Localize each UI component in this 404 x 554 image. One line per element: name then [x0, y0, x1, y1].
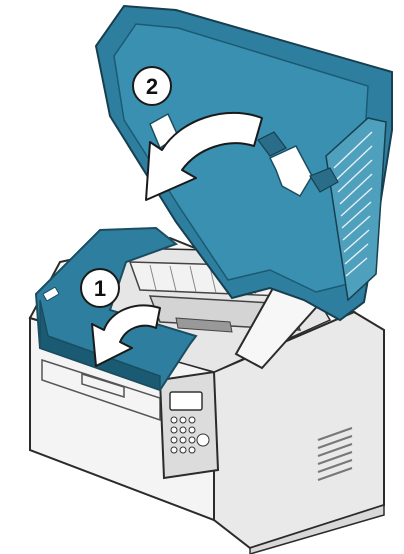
step-badge-2: 2 [133, 67, 171, 105]
display-screen [170, 392, 202, 410]
step-number-1: 1 [94, 276, 106, 301]
control-panel [160, 372, 218, 478]
step-badge-1: 1 [81, 269, 119, 307]
step-number-2: 2 [146, 74, 158, 99]
